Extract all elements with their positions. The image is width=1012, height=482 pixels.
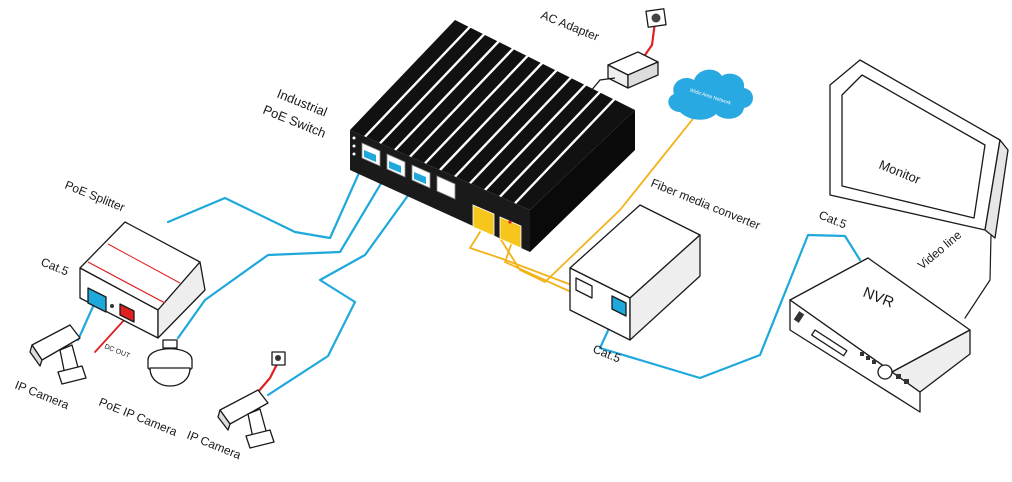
switch-fin xyxy=(499,85,606,198)
cat5-cable-ip-camera xyxy=(266,181,419,397)
adapter-box-side xyxy=(627,61,659,89)
ac-adapter xyxy=(589,8,667,93)
nvr-button xyxy=(860,352,864,356)
splitter-side xyxy=(157,261,206,339)
switch-fin xyxy=(484,79,591,191)
switch-heat-fins xyxy=(364,25,621,205)
camera1-base xyxy=(57,365,87,385)
poe-splitter-label: PoE Splitter xyxy=(63,178,127,215)
nvr-knob xyxy=(877,364,893,380)
power-cable-ac xyxy=(643,20,657,57)
cat5-converter-label: Cat.5 xyxy=(591,342,623,366)
poe-ip-camera-label: PoE IP Camera xyxy=(97,395,180,439)
power-cable-camera xyxy=(256,360,280,394)
converter-side xyxy=(629,234,701,341)
dc-out-label: DC OUT xyxy=(103,343,131,360)
cat5-cable-splitter xyxy=(166,153,369,240)
splitter-dc-port xyxy=(119,303,135,323)
switch-fin xyxy=(514,92,621,205)
camera1-lens-face xyxy=(29,344,43,367)
switch-sfp-ports xyxy=(472,204,522,249)
nvr-button xyxy=(866,356,870,360)
nvr-slot xyxy=(811,329,848,357)
cat5-cable-converter-nvr xyxy=(598,233,862,380)
ethernet-port-4 xyxy=(436,175,456,200)
fiber-media-converter xyxy=(569,204,701,341)
nvr-button xyxy=(872,360,876,364)
switch-led-red xyxy=(508,220,512,224)
poe-splitter xyxy=(79,221,206,339)
splitter-rj45-port xyxy=(87,287,107,313)
camera2-outlet-socket xyxy=(275,355,281,361)
nvr-power-button xyxy=(793,311,805,323)
ip-camera-2-label: IP Camera xyxy=(185,428,244,463)
rj45-plug-3 xyxy=(414,172,426,184)
dome-lens xyxy=(149,367,191,387)
adapter-cable xyxy=(589,77,616,93)
sfp-port-2 xyxy=(499,216,522,249)
nvr-button xyxy=(904,379,909,384)
cloud-shape xyxy=(668,69,753,120)
cat5-nvr-label: Cat.5 xyxy=(817,208,849,232)
splitter-red-stripe-2 xyxy=(107,243,181,284)
switch-fin xyxy=(379,32,486,145)
splitter-led xyxy=(110,304,114,308)
rj45-plug-2 xyxy=(389,161,401,173)
switch-fin xyxy=(424,52,531,165)
switch-led-3 xyxy=(352,152,356,156)
dome-mount xyxy=(162,339,178,349)
ip-camera-2 xyxy=(217,351,286,449)
power-cable-dc-out xyxy=(94,317,127,353)
switch-fin xyxy=(394,39,501,151)
switch-fin xyxy=(439,59,546,171)
poe-ip-camera xyxy=(147,339,193,387)
switch-fin xyxy=(469,72,576,185)
ip-camera-1 xyxy=(29,324,87,385)
nvr-side xyxy=(891,329,971,393)
cat5-splitter-label: Cat.5 xyxy=(39,255,71,279)
cat5-cable-poe-camera xyxy=(176,163,394,340)
nvr-button xyxy=(896,374,901,379)
switch-fin xyxy=(364,25,471,138)
wall-outlet-socket xyxy=(651,13,661,23)
nvr xyxy=(789,257,971,413)
rj45-plug-1 xyxy=(364,150,376,162)
monitor-screen xyxy=(841,74,986,219)
switch-fin xyxy=(409,45,516,158)
video-line-label: Video line xyxy=(915,228,964,273)
cat5-cable-splitter-camera xyxy=(76,300,97,342)
camera2-base xyxy=(245,429,275,449)
switch-led-2 xyxy=(352,144,356,148)
switch-ethernet-ports xyxy=(361,142,456,200)
monitor-depth xyxy=(984,139,1009,239)
switch-right xyxy=(530,110,635,252)
nvr-buttons xyxy=(860,352,909,384)
ac-adapter-label: AC Adapter xyxy=(539,8,601,44)
converter-rj45-port xyxy=(611,295,627,317)
splitter-red-stripe xyxy=(87,261,166,304)
fiber-cable-converter-b xyxy=(504,241,581,297)
industrial-poe-switch xyxy=(350,20,635,252)
camera2-lens-face xyxy=(217,409,231,431)
switch-led-1 xyxy=(352,136,356,140)
monitor xyxy=(829,59,1009,239)
fiber-cable-converter-a xyxy=(469,231,586,291)
sfp-port-1 xyxy=(472,204,495,237)
switch-fin xyxy=(454,65,561,178)
network-cloud: Wide Area Network xyxy=(668,69,753,120)
converter-sfp-port xyxy=(575,277,593,299)
fiber-cable-network xyxy=(497,109,701,283)
